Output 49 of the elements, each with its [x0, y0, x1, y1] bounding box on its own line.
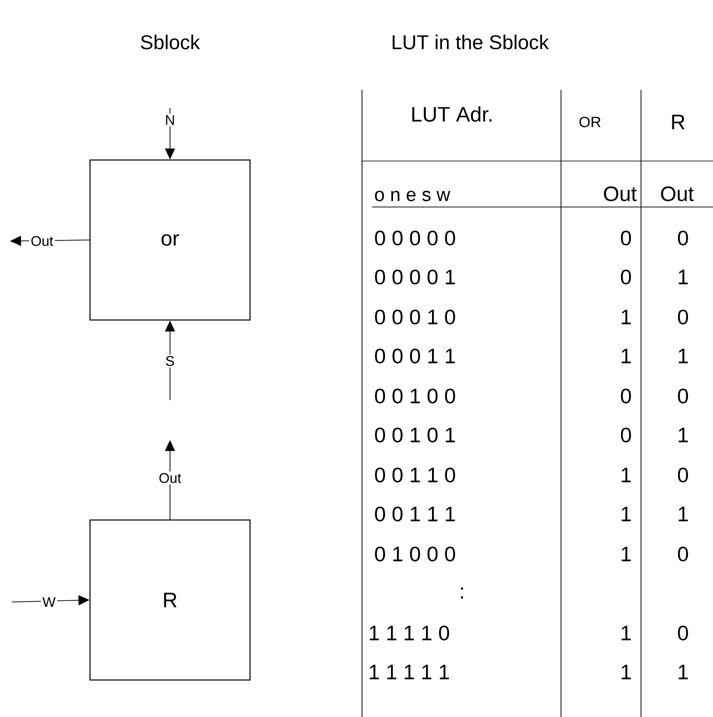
edge-label: W — [40, 596, 58, 608]
header-cell: o n e s w — [375, 190, 450, 202]
table-cell: 0 — [678, 230, 688, 246]
header-cell: LUT Adr. — [412, 106, 492, 122]
table-cell: 1 — [622, 626, 631, 640]
logic-block: R — [90, 520, 250, 680]
table-cell: 0 0 1 0 0 — [375, 388, 456, 404]
table-cell: 0 — [678, 626, 688, 640]
table-cell: 1 — [622, 310, 631, 324]
header-cell: R — [672, 114, 685, 130]
table-cell: 0 — [678, 468, 688, 482]
edge-label: Out — [157, 472, 183, 484]
edge-label: Out — [29, 234, 55, 248]
table-cell: : — [461, 587, 463, 599]
table-cell: 0 0 0 1 1 — [375, 348, 455, 364]
title: LUT in the Sblock — [392, 34, 549, 50]
table-cell: 0 1 0 0 0 — [375, 546, 456, 562]
table-cell: 1 — [678, 506, 688, 522]
table-cell: 0 0 1 1 1 — [375, 506, 455, 522]
edge-label: N — [163, 114, 177, 126]
table-cell: 0 — [678, 388, 688, 404]
table-cell: 1 — [622, 506, 631, 522]
table-cell: 0 — [678, 310, 688, 324]
table-cell: 0 — [620, 428, 631, 442]
table-cell: 1 — [622, 546, 631, 562]
table-cell: 0 0 0 0 0 — [375, 230, 456, 246]
header-cell: Out — [604, 186, 637, 202]
title: Sblock — [140, 34, 200, 50]
table-cell: 1 1 1 1 0 — [370, 626, 450, 640]
table-cell: 0 — [620, 388, 631, 404]
table-cell: 0 — [620, 230, 631, 246]
logic-block: or — [90, 160, 250, 320]
table-cell: 1 — [622, 348, 631, 364]
edge-label: S — [164, 354, 176, 368]
table-cell: 0 0 1 0 1 — [375, 428, 455, 442]
header-cell: OR — [579, 116, 601, 128]
table-cell: 0 — [678, 546, 688, 562]
header-cell: Out — [661, 186, 694, 202]
table-cell: 1 — [678, 664, 688, 680]
table-cell: 0 — [620, 270, 631, 284]
table-cell: 1 1 1 1 1 — [370, 664, 449, 680]
table-cell: 0 0 0 1 0 — [375, 310, 456, 324]
table-cell: 1 — [622, 468, 631, 482]
table-cell: 0 0 1 1 0 — [375, 468, 456, 482]
table-cell: 1 — [678, 428, 688, 442]
table-cell: 0 0 0 0 1 — [375, 270, 455, 284]
table-cell: 1 — [678, 270, 688, 284]
table-cell: 1 — [678, 348, 688, 364]
table-cell: 1 — [622, 664, 631, 680]
